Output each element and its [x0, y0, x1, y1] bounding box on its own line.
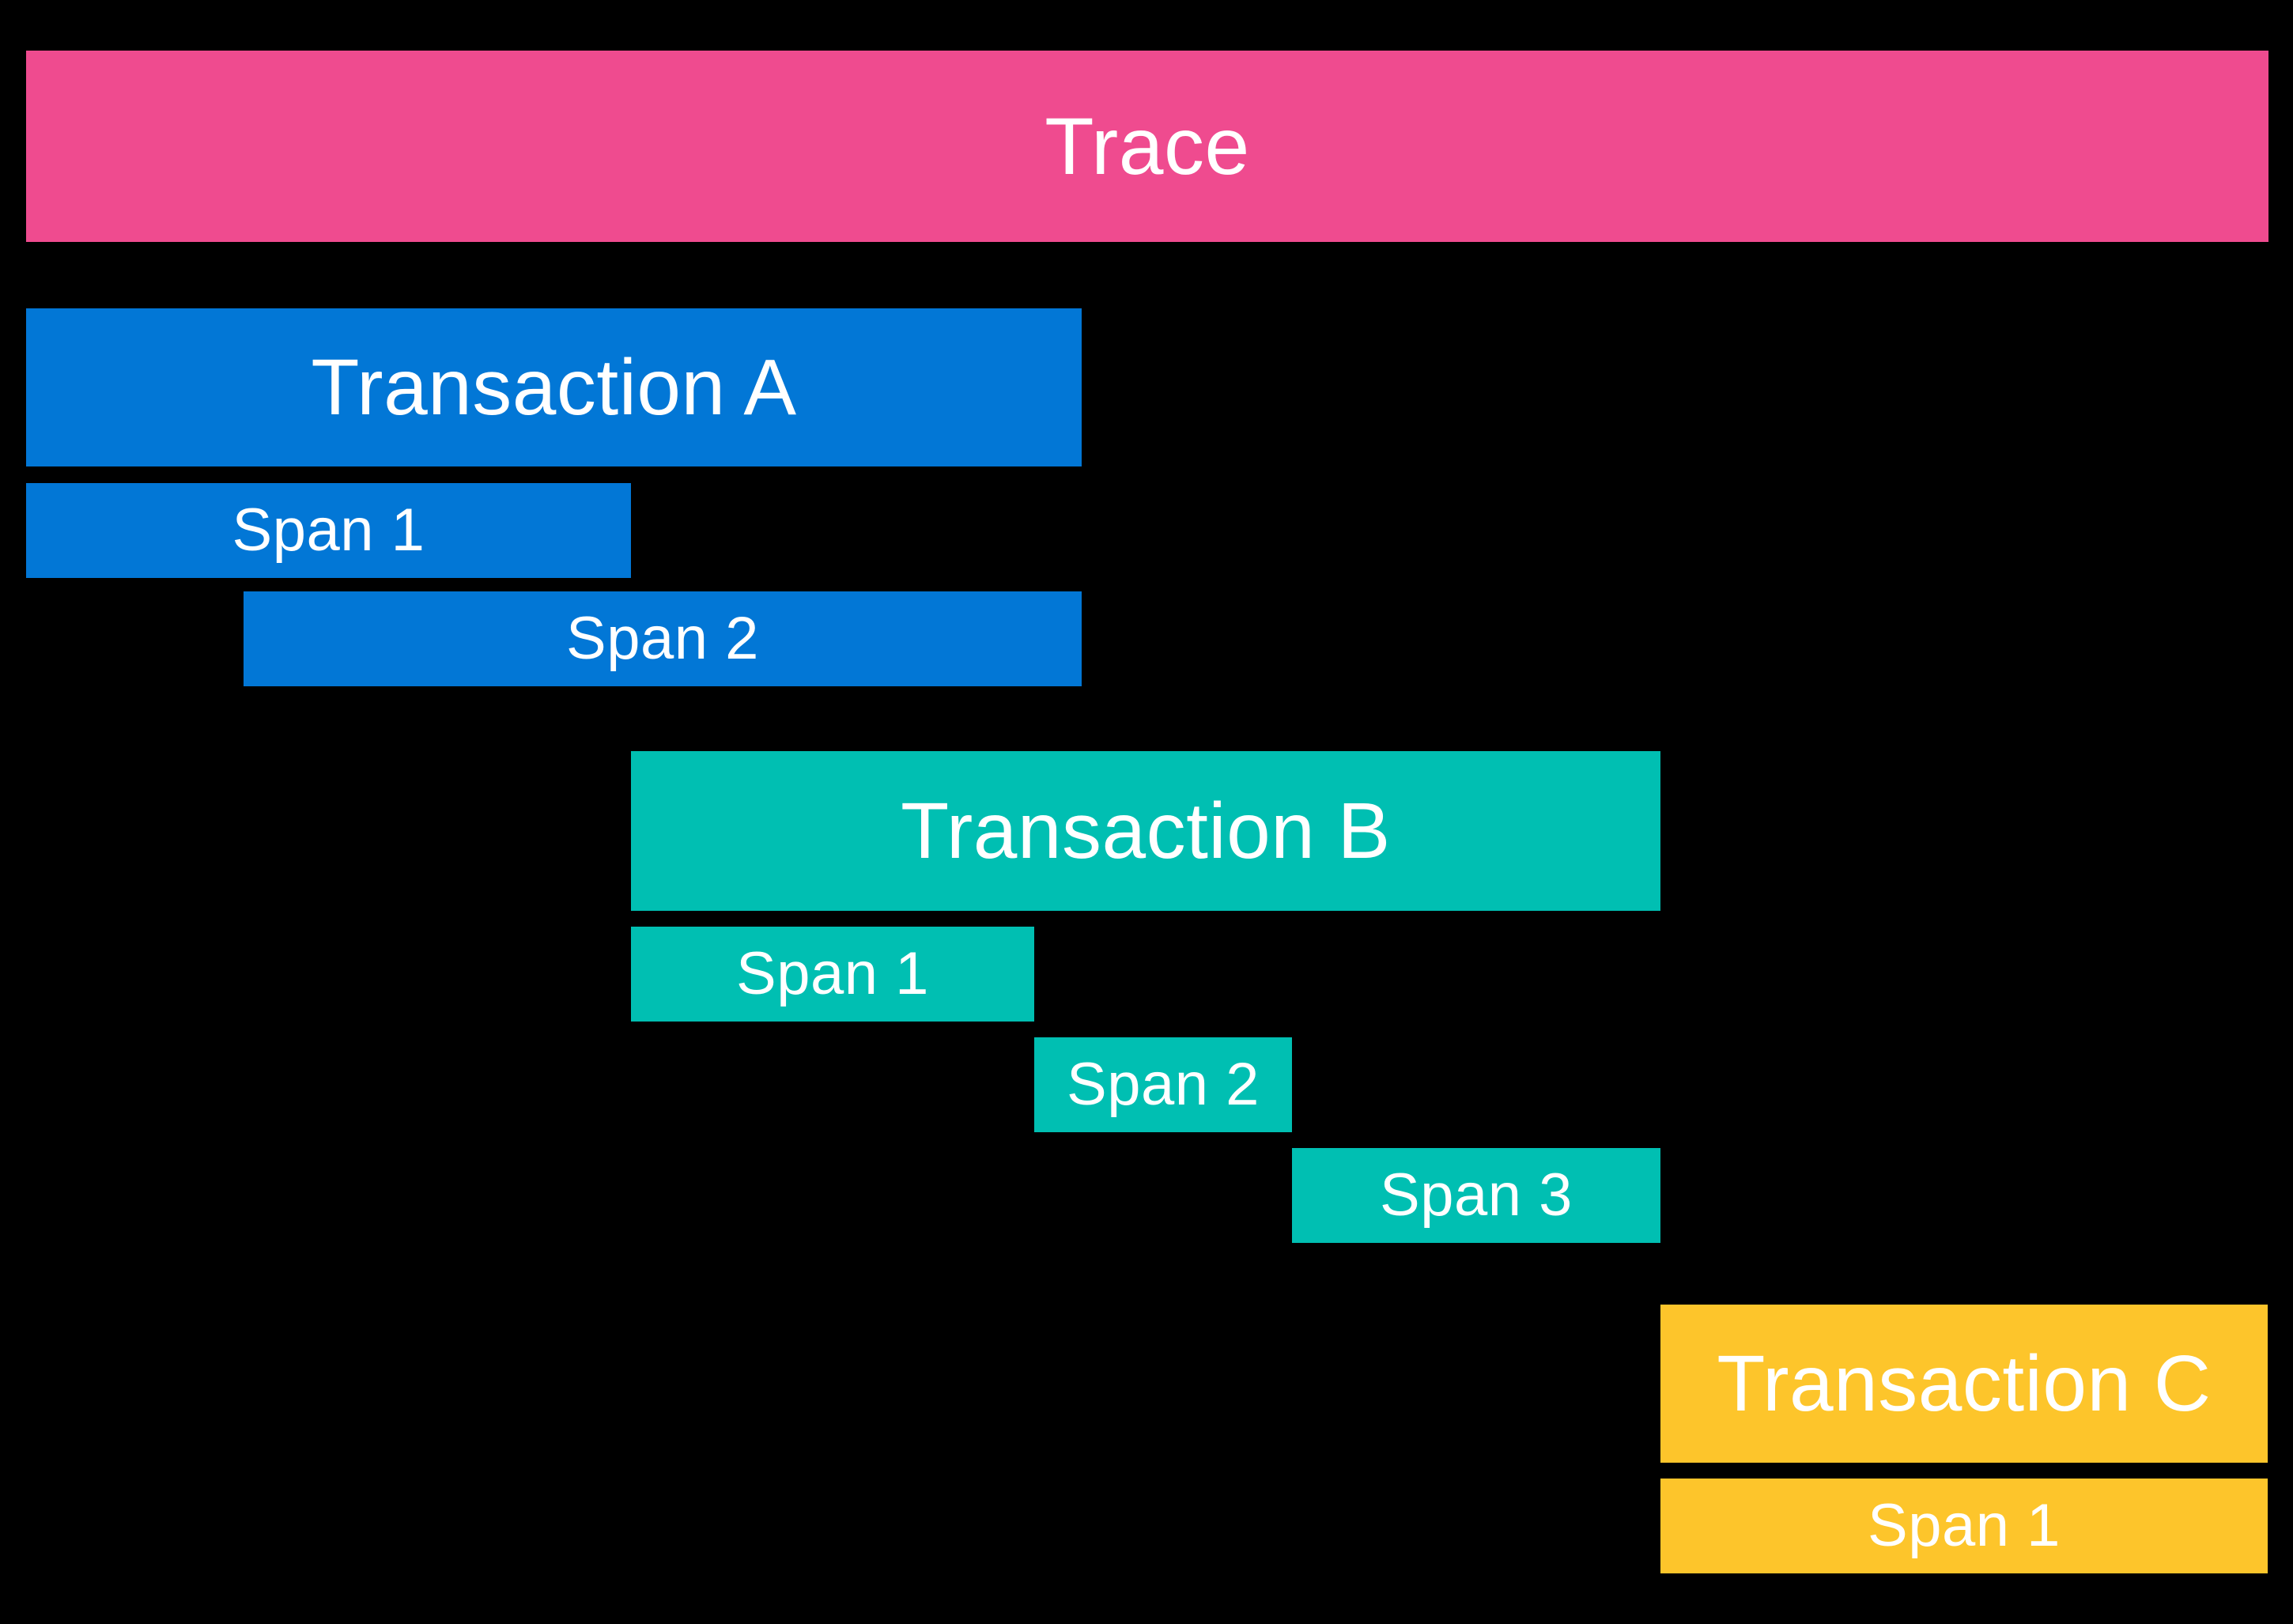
trace-bar: Trace	[26, 51, 2268, 242]
transaction-b-span-1-label: Span 1	[736, 940, 929, 1007]
transaction-b-bar: Transaction B	[631, 751, 1660, 911]
transaction-b-span-1-bar: Span 1	[631, 927, 1034, 1022]
transaction-c-bar: Transaction C	[1660, 1305, 2268, 1463]
transaction-a-span-2-label: Span 2	[566, 605, 759, 672]
transaction-c-span-1-label: Span 1	[1868, 1492, 2061, 1559]
transaction-a-span-1-bar: Span 1	[26, 483, 631, 578]
transaction-b-span-2-label: Span 2	[1067, 1051, 1260, 1118]
transaction-a-span-2-bar: Span 2	[244, 591, 1082, 686]
transaction-b-span-3-label: Span 3	[1380, 1161, 1573, 1229]
transaction-c-label: Transaction C	[1717, 1339, 2212, 1428]
trace-label: Trace	[1045, 101, 1250, 191]
transaction-b-label: Transaction B	[901, 787, 1391, 875]
transaction-c-span-1-bar: Span 1	[1660, 1479, 2268, 1573]
transaction-b-span-3-bar: Span 3	[1292, 1148, 1660, 1243]
transaction-a-span-1-label: Span 1	[232, 497, 425, 564]
transaction-a-bar: Transaction A	[26, 308, 1082, 466]
transaction-b-span-2-bar: Span 2	[1034, 1037, 1292, 1132]
transaction-a-label: Transaction A	[311, 343, 797, 432]
